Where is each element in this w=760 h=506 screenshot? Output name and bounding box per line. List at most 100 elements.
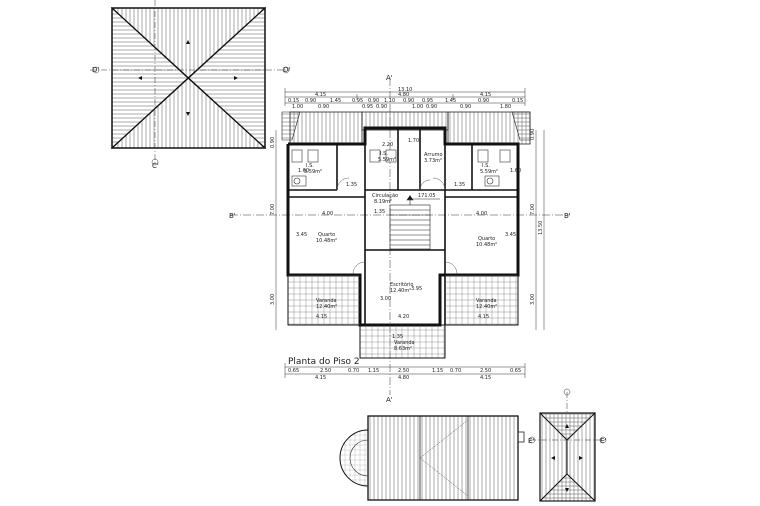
svg-text:4.00: 4.00 — [476, 211, 487, 217]
roof-plan-bottom-center — [339, 415, 525, 501]
room-circulacao-area: 8.19m² — [374, 199, 392, 205]
roof-plan-top-left — [90, 0, 290, 166]
plan-title: Planta do Piso 2 — [288, 357, 360, 367]
svg-text:1.60: 1.60 — [298, 168, 309, 174]
level-marker — [408, 195, 440, 200]
room-escritorio-name: Escritório — [390, 281, 413, 288]
dim-right-0: 0.90 — [530, 129, 536, 140]
section-mark-d-left: D' — [92, 66, 99, 74]
room-quarto-left-area: 10.48m² — [316, 238, 337, 244]
room-wc-left-area: 5.59m² — [304, 169, 322, 175]
svg-text:3.95: 3.95 — [411, 286, 422, 292]
svg-text:1.35: 1.35 — [374, 209, 385, 215]
dim-top-row3: 1.00 0.90 0.95 0.90 1.00 0.90 0.90 1.80 — [292, 104, 511, 110]
svg-text:1.35: 1.35 — [454, 182, 465, 188]
room-arrumo-name: Arrumo — [424, 152, 443, 158]
svg-text:0.95: 0.95 — [352, 98, 363, 104]
room-escritorio-area: 12.40m² — [390, 288, 411, 294]
svg-text:0.15: 0.15 — [512, 98, 523, 104]
svg-text:1.10: 1.10 — [384, 98, 395, 104]
dimension-top — [284, 88, 526, 106]
dim-bottom-row1: 0.65 2.50 0.70 1.15 2.50 1.15 0.70 2.50 … — [288, 368, 521, 374]
svg-text:0.70: 0.70 — [450, 368, 461, 374]
roof-overhang-top — [281, 111, 531, 145]
dimension-sides — [275, 130, 545, 330]
room-varanda-right-name: Varanda — [476, 298, 497, 304]
section-mark-b-right: B' — [564, 212, 571, 220]
section-mark-d-right: D' — [283, 66, 290, 74]
room-varanda-left-area: 12.40m² — [316, 304, 337, 310]
room-varanda-bottom-area: 8.63m² — [394, 346, 412, 352]
room-wc-left-name: I.S. — [306, 163, 314, 169]
svg-text:0.90: 0.90 — [318, 104, 329, 110]
svg-text:0.90: 0.90 — [426, 104, 437, 110]
svg-text:0.70: 0.70 — [348, 368, 359, 374]
svg-text:1.15: 1.15 — [432, 368, 443, 374]
room-varanda-right-area: 12.40m² — [476, 304, 497, 310]
room-wc-mid-area: 5.59m² — [378, 157, 396, 163]
room-varanda-left-name: Varanda — [316, 298, 337, 304]
dim-top-row2: 0.15 0.90 1.45 0.95 0.90 1.10 0.90 0.95 … — [288, 98, 523, 104]
dim-left-1: 7.00 — [270, 204, 276, 215]
svg-text:0.90: 0.90 — [305, 98, 316, 104]
room-wc-right-area: 5.59m² — [480, 169, 498, 175]
section-mark-e-left: E' — [528, 437, 534, 445]
svg-text:4.15: 4.15 — [478, 314, 489, 320]
dimension-bottom — [284, 363, 526, 378]
roof-plan-bottom-right — [528, 388, 607, 502]
room-quarto-right-area: 10.48m² — [476, 242, 497, 248]
dim-top-r1-0: 4.15 — [315, 92, 326, 98]
svg-text:1.15: 1.15 — [368, 368, 379, 374]
svg-text:0.90: 0.90 — [376, 104, 387, 110]
room-circulacao-name: Circulação — [372, 193, 398, 199]
level-mark-value: 171.05 — [418, 193, 436, 199]
svg-text:1.45: 1.45 — [330, 98, 341, 104]
svg-text:2.50: 2.50 — [480, 368, 491, 374]
bathroom-fixtures — [291, 149, 511, 187]
svg-text:0.65: 0.65 — [510, 368, 521, 374]
svg-text:0.90: 0.90 — [368, 98, 379, 104]
room-quarto-right-name: Quarto — [478, 236, 495, 242]
svg-text:0.95: 0.95 — [362, 104, 373, 110]
dim-right-1: 7.00 — [530, 204, 536, 215]
interior-dimensions: 1.35 1.35 1.35 1.70 4.00 4.00 3.45 3.45 … — [296, 138, 521, 340]
svg-text:1.45: 1.45 — [445, 98, 456, 104]
svg-text:2.50: 2.50 — [320, 368, 331, 374]
dim-top-r1-1: 4.80 — [398, 92, 409, 98]
room-wc-right-name: I.S. — [482, 163, 490, 169]
svg-text:0.90: 0.90 — [478, 98, 489, 104]
section-mark-a-top: A' — [386, 74, 393, 82]
svg-text:3.00: 3.00 — [380, 296, 391, 302]
svg-text:0.15: 0.15 — [288, 98, 299, 104]
svg-text:1.00: 1.00 — [292, 104, 303, 110]
svg-text:3.45: 3.45 — [505, 232, 516, 238]
svg-text:1.35: 1.35 — [392, 334, 403, 340]
dim-right-2: 13.50 — [538, 221, 544, 235]
section-mark-e-right: E' — [600, 437, 606, 445]
dim-left-2: 3.00 — [270, 294, 276, 305]
svg-text:0.90: 0.90 — [460, 104, 471, 110]
svg-text:0.90: 0.90 — [403, 98, 414, 104]
svg-text:2.50: 2.50 — [398, 368, 409, 374]
svg-text:2.20: 2.20 — [382, 142, 393, 148]
dim-top-r1-2: 4.15 — [480, 92, 491, 98]
svg-text:1.80: 1.80 — [500, 104, 511, 110]
room-wc-mid-name: I.S. — [380, 151, 388, 157]
dim-bottom-r2-2: 4.15 — [480, 375, 491, 381]
balconies — [287, 274, 519, 359]
svg-text:4.15: 4.15 — [316, 314, 327, 320]
staircase — [389, 195, 431, 250]
room-arrumo-area: 3.73m² — [424, 158, 442, 164]
svg-text:3.45: 3.45 — [296, 232, 307, 238]
dim-bottom-r2-0: 4.15 — [315, 375, 326, 381]
svg-text:1.00: 1.00 — [412, 104, 423, 110]
svg-text:0.65: 0.65 — [288, 368, 299, 374]
section-mark-a-bottom: A' — [386, 396, 393, 404]
room-varanda-bottom-name: Varanda — [394, 340, 415, 346]
svg-text:1.35: 1.35 — [346, 182, 357, 188]
dim-bottom-r2-1: 4.80 — [398, 375, 409, 381]
dim-right-3: 3.00 — [530, 294, 536, 305]
room-quarto-left-name: Quarto — [318, 232, 335, 238]
door-swings — [336, 177, 458, 275]
